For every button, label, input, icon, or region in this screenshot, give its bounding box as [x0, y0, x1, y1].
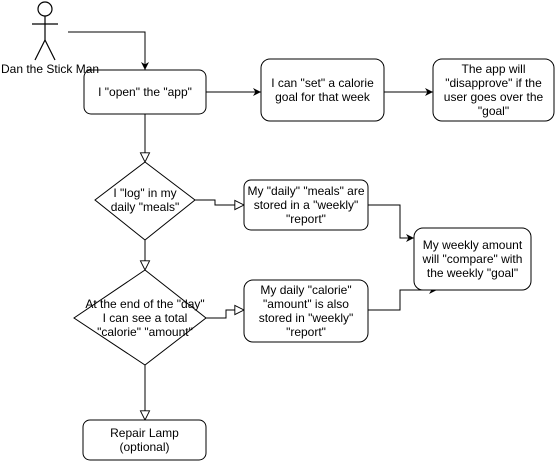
node-compare: [413, 227, 532, 291]
stick-man-icon: [32, 1, 58, 61]
connector-endday-to-calorie: [206, 310, 244, 319]
compare-label: My weekly amount will "compare" with the…: [422, 238, 523, 280]
node-end-of-day: [73, 269, 207, 366]
connector-log-to-meals: [195, 199, 244, 205]
open-app-label: I "open" the "app": [98, 85, 192, 99]
node-disapprove: [432, 58, 555, 122]
repair-lamp-label: Repair Lamp (optional): [110, 426, 179, 454]
node-open-app: [83, 69, 207, 115]
connector-meals-to-compare: [368, 204, 414, 242]
node-repair-lamp: [82, 419, 207, 461]
node-set-goal: [260, 58, 385, 122]
node-meals-stored: [243, 179, 369, 231]
set-goal-label: I can "set" a calorie goal for that week: [271, 76, 374, 104]
connector-actor-to-open: [68, 31, 149, 70]
disapprove-label: The app will "disapprove" if the user go…: [443, 62, 544, 118]
calorie-stored-label: My daily "calorie" "amount" is also stor…: [258, 283, 354, 339]
log-meals-label: I "log" in my daily "meals": [110, 186, 180, 214]
actor-name: Dan the Stick Man: [1, 62, 100, 76]
end-of-day-label: At the end of the "day" I can see a tota…: [85, 297, 205, 339]
node-calorie-stored: [243, 279, 369, 343]
meals-stored-label: My "daily" "meals" are stored in a "week…: [247, 184, 365, 226]
node-log-meals: [94, 161, 196, 241]
connector-calorie-to-compare: [368, 286, 437, 311]
